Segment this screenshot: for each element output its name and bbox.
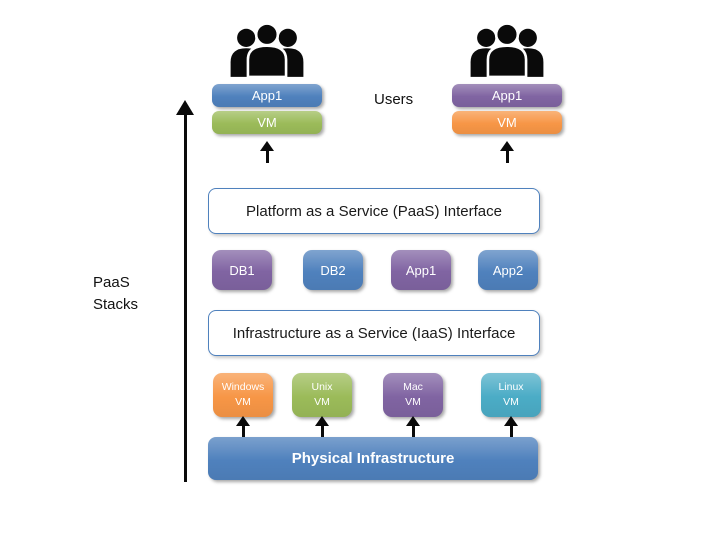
user-stack-left: App1 VM [212,22,322,163]
vm-name: Linux [498,381,524,394]
vm-node-left: VM [212,111,322,134]
app-node-right: App1 [452,84,562,107]
up-arrow-linux-vm [504,416,518,438]
vm-type: VM [405,396,421,408]
up-arrow-unix-vm [315,416,329,438]
up-arrow-left-stack [260,141,274,163]
up-arrow-windows-vm [236,416,250,438]
vm-type: VM [235,396,251,408]
vm-node-windows: Windows VM [213,373,273,417]
arrow-stem [509,426,513,438]
arrow-head-icon [315,416,329,426]
app-node-left: App1 [212,84,322,107]
vm-name: Unix [311,381,333,394]
user-stack-right: App1 VM [452,22,562,163]
arrow-stem [183,115,187,482]
users-group-icon [470,22,544,78]
paas-interface-bar: Platform as a Service (PaaS) Interface [208,188,540,234]
arrow-stem [241,426,245,438]
vm-node-linux: Linux VM [481,373,541,417]
iaas-interface-bar: Infrastructure as a Service (IaaS) Inter… [208,310,540,356]
vm-name: Windows [221,381,265,394]
arrow-head-icon [500,141,514,151]
service-node-app1: App1 [391,250,451,290]
vm-type: VM [503,396,519,408]
service-node-db2: DB2 [303,250,363,290]
service-node-db1: DB1 [212,250,272,290]
arrow-head-icon [260,141,274,151]
arrow-stem [411,426,415,438]
paas-stacks-label: PaaS Stacks [93,274,139,313]
arrow-stem [265,151,269,163]
up-arrow-mac-vm [406,416,420,438]
arrow-head-icon [236,416,250,426]
users-label: Users [374,91,414,108]
up-arrow-right-stack [500,141,514,163]
arrow-stem [505,151,509,163]
vm-node-unix: Unix VM [292,373,352,417]
arrow-stem [320,426,324,438]
vm-node-right: VM [452,111,562,134]
vm-node-mac: Mac VM [383,373,443,417]
users-group-icon [230,22,304,78]
paas-stacks-axis-arrow [175,100,195,482]
service-node-app2: App2 [478,250,538,290]
arrow-head-icon [176,100,194,115]
arrow-head-icon [504,416,518,426]
arrow-head-icon [406,416,420,426]
physical-infrastructure-bar: Physical Infrastructure [208,437,538,480]
vm-name: Mac [403,381,423,394]
vm-type: VM [314,396,330,408]
